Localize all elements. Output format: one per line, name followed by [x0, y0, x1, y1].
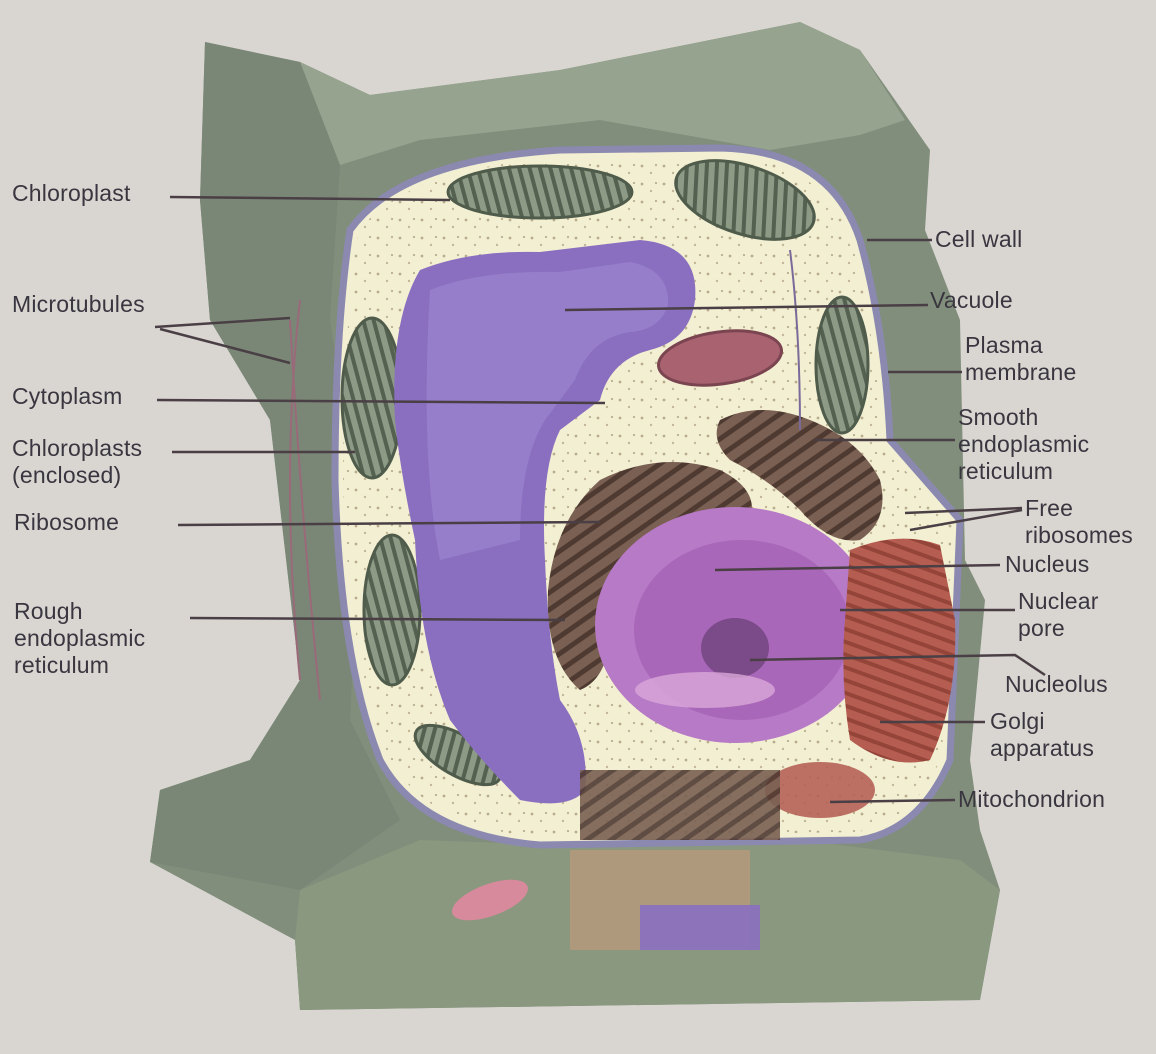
label-golgi: Golgi apparatus	[990, 708, 1094, 762]
label-smooth-er: Smooth endoplasmic reticulum	[958, 404, 1089, 485]
label-rough-er: Rough endoplasmic reticulum	[14, 598, 145, 679]
label-cytoplasm: Cytoplasm	[12, 383, 122, 410]
label-smooth-er-line1: Smooth	[958, 404, 1089, 431]
label-smooth-er-line3: reticulum	[958, 458, 1089, 485]
label-chloroplasts-enclosed-line2: (enclosed)	[12, 462, 142, 489]
golgi-apparatus	[843, 539, 955, 763]
label-rough-er-line3: reticulum	[14, 652, 145, 679]
label-plasma-membrane-line1: Plasma	[965, 332, 1077, 359]
label-chloroplasts-enclosed: Chloroplasts (enclosed)	[12, 435, 142, 489]
label-golgi-line1: Golgi	[990, 708, 1094, 735]
label-nuclear-pore-line2: pore	[1018, 615, 1099, 642]
nucleus-glare	[635, 672, 775, 708]
cut-face-vacuole	[640, 905, 760, 950]
chloroplast-top-left	[448, 166, 632, 218]
label-chloroplasts-enclosed-line1: Chloroplasts	[12, 435, 142, 462]
label-cell-wall: Cell wall	[935, 226, 1022, 253]
nucleolus	[701, 618, 769, 678]
chloroplast-right	[816, 297, 868, 433]
label-chloroplast: Chloroplast	[12, 180, 131, 207]
label-rough-er-line1: Rough	[14, 598, 145, 625]
label-plasma-membrane: Plasma membrane	[965, 332, 1077, 386]
label-nucleolus: Nucleolus	[1005, 671, 1108, 698]
label-plasma-membrane-line2: membrane	[965, 359, 1077, 386]
label-free-ribosomes-line2: ribosomes	[1025, 522, 1133, 549]
label-rough-er-line2: endoplasmic	[14, 625, 145, 652]
label-vacuole: Vacuole	[930, 287, 1013, 314]
label-smooth-er-line2: endoplasmic	[958, 431, 1089, 458]
label-nuclear-pore: Nuclear pore	[1018, 588, 1099, 642]
label-mitochondrion: Mitochondrion	[958, 786, 1105, 813]
label-ribosome: Ribosome	[14, 509, 119, 536]
chloroplast-lower-left	[364, 535, 420, 685]
label-nucleus: Nucleus	[1005, 551, 1090, 578]
chloroplast-left	[342, 318, 402, 478]
label-golgi-line2: apparatus	[990, 735, 1094, 762]
label-microtubules: Microtubules	[12, 291, 145, 318]
label-free-ribosomes: Free ribosomes	[1025, 495, 1133, 549]
cut-face-er	[580, 770, 780, 840]
mitochondrion-lower	[765, 762, 875, 818]
label-free-ribosomes-line1: Free	[1025, 495, 1133, 522]
label-nuclear-pore-line1: Nuclear	[1018, 588, 1099, 615]
